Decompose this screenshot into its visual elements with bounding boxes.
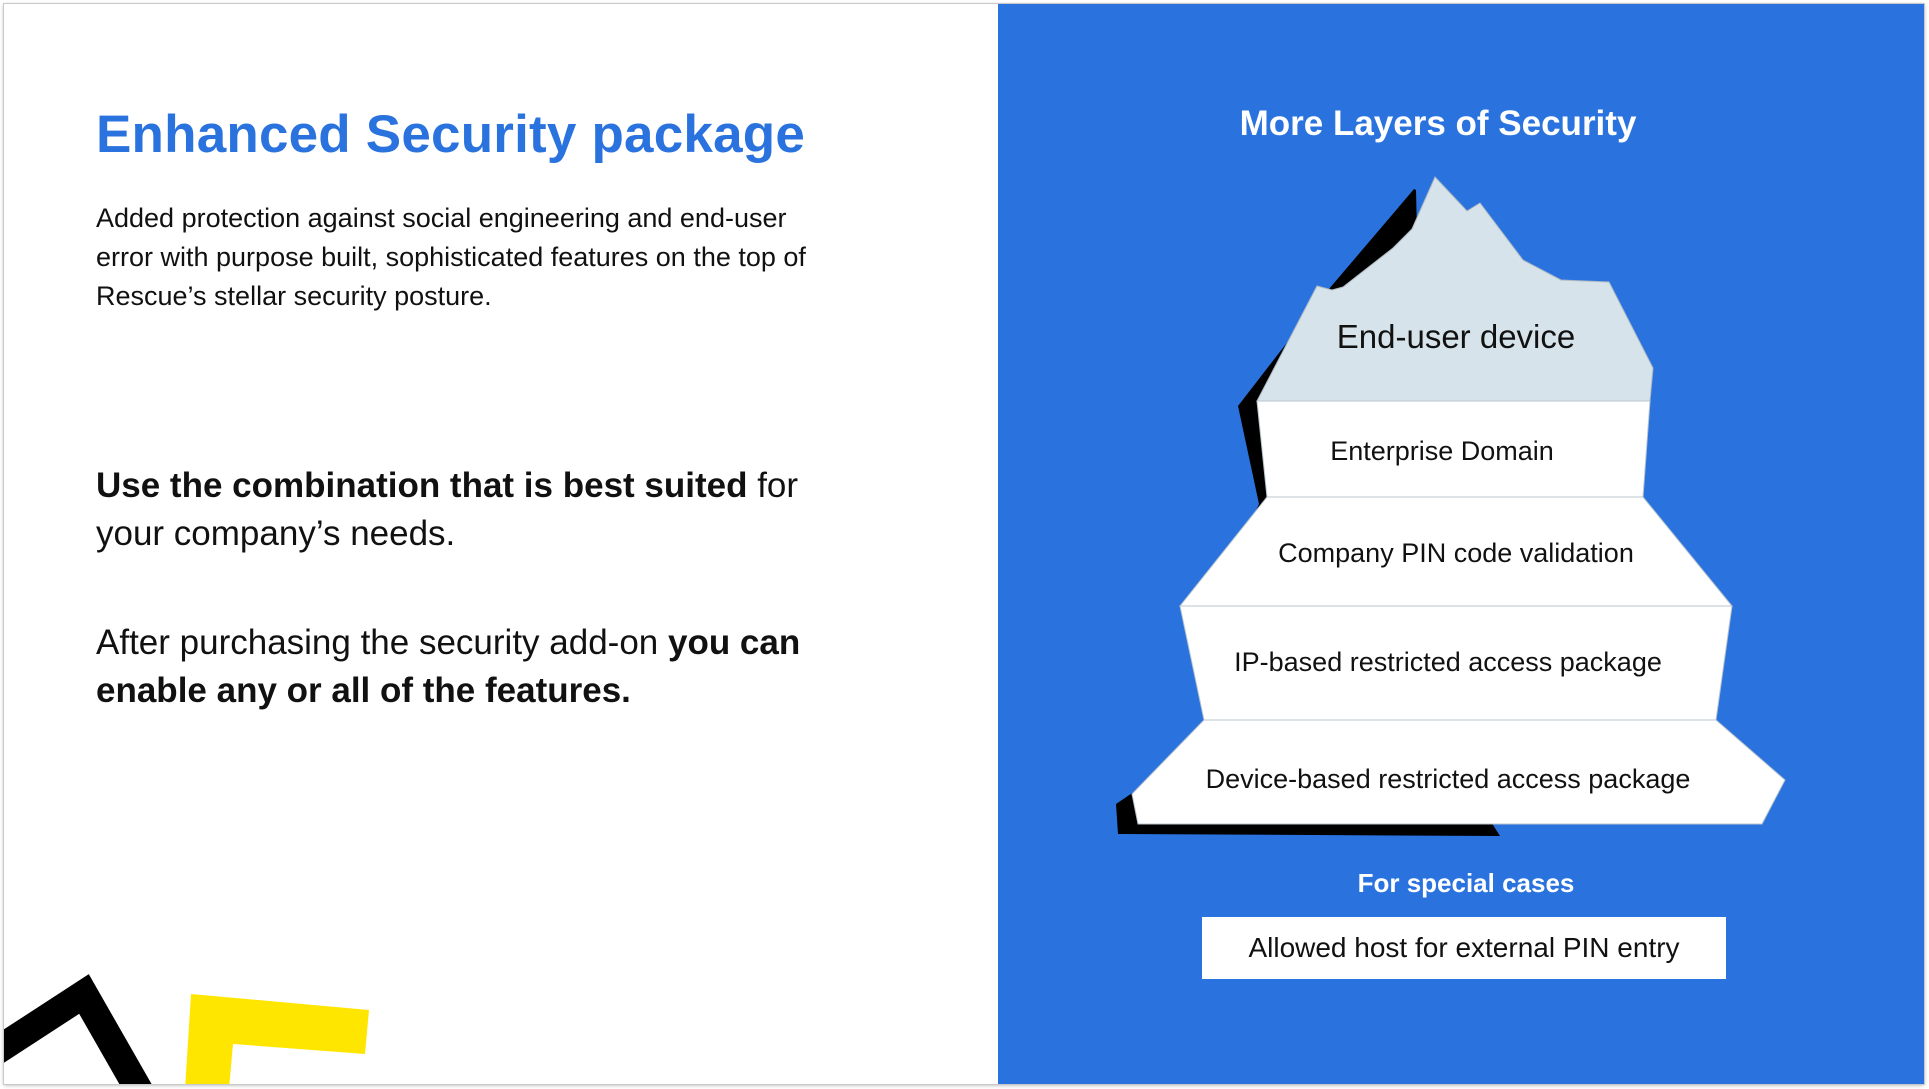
allowed-host-box: Allowed host for external PIN entry [1202,917,1726,979]
layers-title: More Layers of Security [1239,104,1637,143]
allowed-host-label: Allowed host for external PIN entry [1248,932,1680,963]
peak-layer [1256,176,1654,402]
layer-label-ip-based: IP-based restricted access package [1234,647,1662,677]
purchase-paragraph: After purchasing the security add-on you… [96,619,856,715]
right-panel: More Layers of Security End-user device … [998,4,1924,1084]
combination-paragraph: Use the combination that is best suited … [96,462,856,558]
layer-label-company-pin: Company PIN code validation [1278,538,1634,568]
combination-bold: Use the combination that is best suited [96,466,748,505]
layer-label-enterprise-domain: Enterprise Domain [1330,436,1554,466]
layer-label-end-user-device: End-user device [1336,318,1576,355]
description: Added protection against social engineer… [96,203,806,311]
page-title: Enhanced Security package [96,105,806,164]
left-panel: Enhanced Security package Added protecti… [4,4,998,1084]
black-chevron-shape [4,974,152,1084]
special-cases-label: For special cases [1357,868,1575,898]
combination-rest: for your company’s needs. [96,466,799,553]
layer-label-device-based: Device-based restricted access package [1205,764,1691,794]
yellow-chevron-shape [185,994,369,1084]
iceberg-diagram [1116,176,1786,836]
purchase-bold: you can enable any or all of the feature… [96,623,801,710]
purchase-normal: After purchasing the security add-on [96,623,668,662]
device-layer [1131,719,1786,825]
slide: Enhanced Security package Added protecti… [4,4,1924,1084]
decorative-chevrons [4,974,369,1084]
